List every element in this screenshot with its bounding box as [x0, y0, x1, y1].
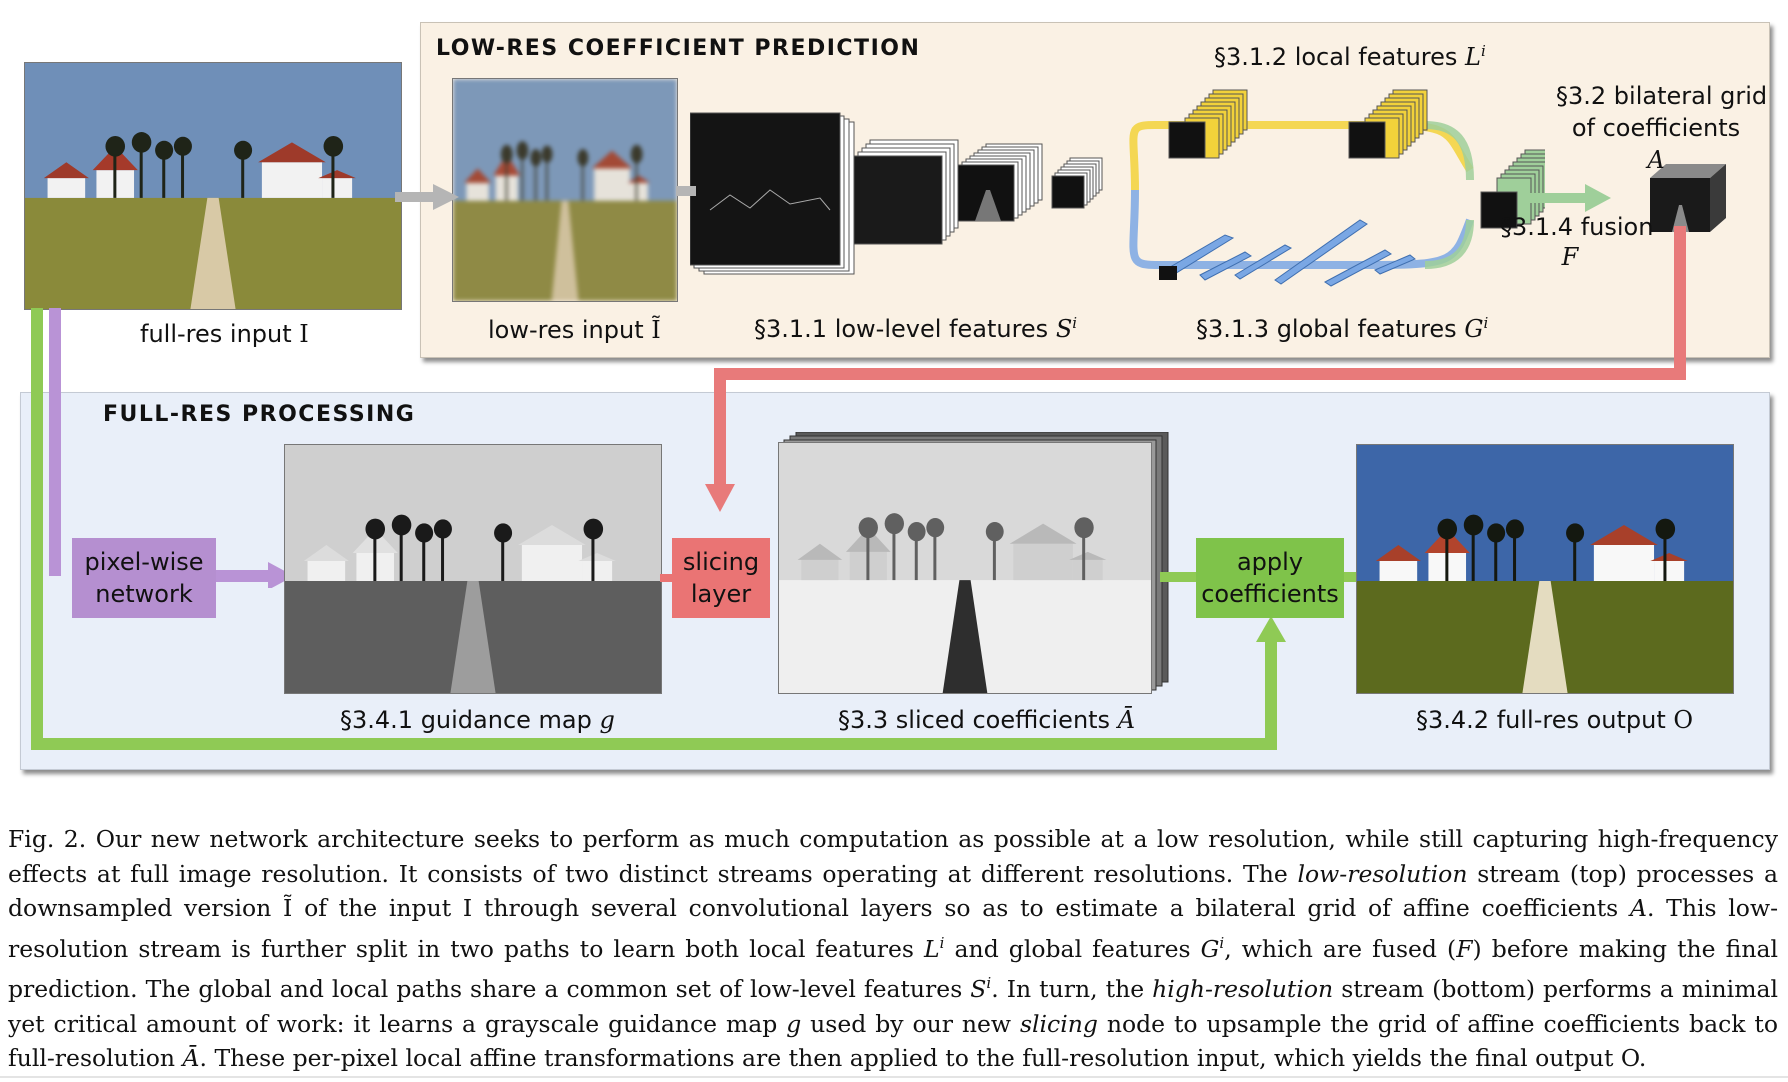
green-arrow-input-to-apply	[31, 308, 1286, 750]
sliced-coefficients-label: §3.3 sliced coefficients Ā	[838, 706, 1136, 734]
slicing-layer-box: slicing layer	[672, 538, 770, 618]
figure-caption: Fig. 2. Our new network architecture see…	[8, 825, 1779, 1073]
low-level-features-label: §3.1.1 low-level features Si	[754, 314, 1078, 343]
full-res-input-image	[24, 62, 402, 310]
layer-label: layer	[690, 580, 752, 608]
low-res-input-label: low-res input Ĩ	[488, 316, 661, 344]
gray-connector	[676, 186, 696, 196]
purple-arrow-input-to-guidance	[49, 308, 294, 588]
gray-arrow-input	[395, 184, 459, 210]
global-features-label: §3.1.3 global features Gi	[1196, 314, 1489, 343]
pixel-wise-label: pixel-wise	[84, 548, 204, 576]
low-res-input-image	[452, 78, 678, 302]
full-res-output-image	[1356, 444, 1734, 694]
local-features-label: §3.1.2 local features Li	[1214, 42, 1486, 71]
fusion-label: §3.1.4 fusion F	[1500, 213, 1654, 271]
apply-label: apply	[1236, 548, 1304, 576]
low-level-feature-stacks	[690, 112, 1103, 275]
full-res-panel-title: FULL-RES PROCESSING	[103, 402, 416, 427]
guidance-map-label: §3.4.1 guidance map g	[340, 706, 615, 734]
coefficients-label: coefficients	[1201, 580, 1339, 608]
apply-connectors	[1160, 572, 1360, 582]
network-label: network	[95, 580, 193, 608]
bilateral-grid-label: §3.2 bilateral grid of coefficients A	[1556, 82, 1768, 174]
bilateral-grid-cube	[1650, 164, 1726, 232]
bottom-rule	[0, 1076, 1788, 1078]
guidance-map-image	[284, 444, 662, 694]
red-arrow-grid-to-slicing	[705, 226, 1686, 512]
sliced-coefficients-image	[778, 442, 1152, 694]
full-res-output-label: §3.4.2 full-res output O	[1416, 706, 1694, 734]
low-res-panel-title: LOW-RES COEFFICIENT PREDICTION	[436, 36, 921, 61]
feature-pathways	[1129, 89, 1545, 287]
full-res-input-label: full-res input I	[140, 320, 309, 348]
pixel-wise-network-box: pixel-wise network	[72, 538, 216, 618]
apply-coefficients-box: apply coefficients	[1196, 538, 1344, 618]
slicing-label: slicing	[682, 548, 760, 576]
green-arrow-grid	[1525, 184, 1611, 212]
